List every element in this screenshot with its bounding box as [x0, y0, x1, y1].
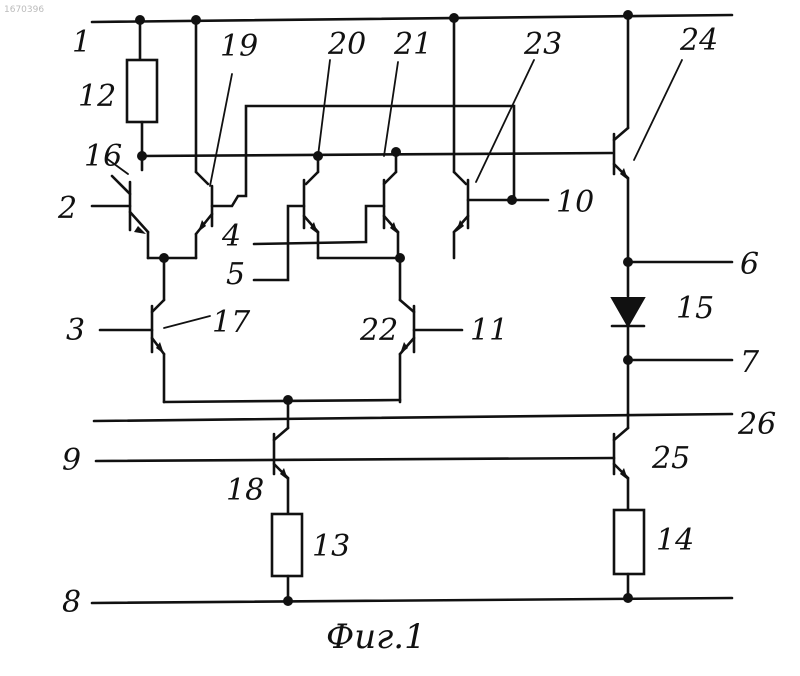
label-24: 24 — [679, 23, 718, 58]
label-13: 13 — [312, 529, 350, 564]
label-18: 18 — [226, 473, 264, 508]
label-9: 9 — [62, 443, 81, 478]
label-3: 3 — [66, 313, 85, 348]
output-stage — [612, 15, 732, 414]
label-14: 14 — [656, 523, 694, 558]
label-21: 21 — [393, 27, 432, 62]
resistor-13 — [272, 514, 302, 576]
leader-lines — [106, 74, 232, 186]
bus-9 — [96, 458, 614, 461]
label-16: 16 — [84, 139, 122, 174]
label-12: 12 — [78, 79, 116, 114]
junction-dots — [135, 10, 633, 606]
label-7: 7 — [740, 345, 760, 380]
label-26: 26 — [737, 407, 776, 442]
resistor-12 — [127, 60, 157, 122]
bias-line — [140, 153, 612, 156]
label-6: 6 — [740, 247, 759, 282]
label-10: 10 — [556, 185, 594, 220]
label-5: 5 — [226, 257, 245, 292]
pair-20-21 — [254, 60, 398, 280]
bus-26 — [94, 414, 732, 421]
label-25: 25 — [651, 441, 690, 476]
pair-16-19 — [100, 258, 210, 402]
transistor-25 — [614, 414, 644, 598]
transistor-18 — [272, 400, 302, 601]
label-17: 17 — [212, 305, 251, 340]
label-15: 15 — [676, 291, 714, 326]
label-2: 2 — [57, 191, 77, 226]
label-23: 23 — [523, 27, 562, 62]
label-22: 22 — [359, 313, 398, 348]
label-4: 4 — [221, 219, 241, 254]
label-8: 8 — [62, 585, 81, 620]
bus-1 — [92, 15, 732, 22]
resistor-14 — [614, 510, 644, 574]
transistor-22 — [164, 258, 462, 402]
bus-8 — [92, 598, 732, 603]
label-11: 11 — [470, 313, 508, 348]
label-1: 1 — [72, 25, 91, 60]
figure-caption: Фиг.1 — [326, 617, 426, 657]
label-19: 19 — [220, 29, 258, 64]
diode-15 — [612, 298, 644, 326]
corner-code: 1670396 — [4, 5, 44, 15]
label-20: 20 — [327, 27, 366, 62]
